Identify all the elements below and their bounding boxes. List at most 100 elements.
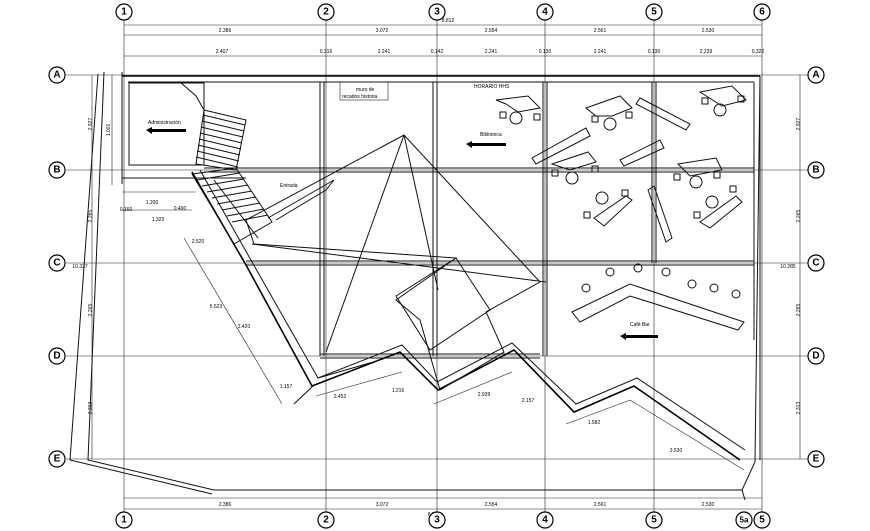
dim-diag-2: 5.523 <box>210 304 223 310</box>
svg-text:1: 1 <box>121 515 127 526</box>
dim-top2-4: 0.142 <box>431 49 444 55</box>
grid-bubble-bottom-1 <box>115 511 133 529</box>
site-boundary <box>69 71 761 501</box>
dim-top2-2: 0.316 <box>320 49 333 55</box>
dim-diag-7: 2.939 <box>478 392 491 398</box>
grid-bubble-top-6 <box>753 3 771 21</box>
building-walls <box>122 75 761 461</box>
dim-left-4: 2.313 <box>88 402 94 415</box>
grid-bubble-bottom-4 <box>536 511 554 529</box>
dim-diag-5: 2.452 <box>334 394 347 400</box>
table-chairs-icon <box>550 151 597 171</box>
dim-left-1: 2.927 <box>88 118 94 131</box>
grid-bubble-left-C <box>48 254 66 272</box>
dim-top2-7: 2.241 <box>594 49 607 55</box>
top-dimensions: 8.812 2.386 3.072 2.554 2.561 2.530 2.40… <box>124 18 765 57</box>
svg-text:5a: 5a <box>740 516 749 525</box>
grid-bubble-left-B <box>48 161 66 179</box>
label-biblioteca: Biblioteca <box>480 132 502 138</box>
side-dimensions: 2.927 2.265 2.265 2.313 10.327 1.001 2.9… <box>72 75 802 459</box>
svg-text:A: A <box>812 70 819 81</box>
svg-text:C: C <box>53 258 60 269</box>
dim-bottom-3: 2.554 <box>485 502 498 508</box>
svg-text:C: C <box>812 258 819 269</box>
label-horario: HORARIO HHS <box>474 84 510 90</box>
svg-text:6: 6 <box>759 7 765 18</box>
dim-top2-9: 2.239 <box>700 49 713 55</box>
dim-right-1: 2.927 <box>796 118 802 131</box>
grid-bubble-right-B <box>807 161 825 179</box>
svg-text:5: 5 <box>651 515 657 526</box>
dim-bottom-2: 3.072 <box>376 502 389 508</box>
grid-bubble-top-4 <box>536 3 554 21</box>
svg-text:D: D <box>53 351 60 362</box>
dim-top2-1: 2.407 <box>216 49 229 55</box>
label-administracion: Administración <box>148 120 181 126</box>
grid-bubbles: 1 2 3 4 5 6 1 2 3 4 5 5a 5 A B C D E <box>48 3 825 529</box>
label-cafe-bar: Café Bar <box>630 322 650 328</box>
table-chairs-icon <box>699 195 743 229</box>
dim-top2-10: 0.322 <box>752 49 765 55</box>
table-chairs-icon <box>495 95 542 113</box>
arrow-icon <box>146 127 186 134</box>
grid-bubble-right-D <box>807 347 825 365</box>
dim-left-inner: 1.001 <box>106 124 112 137</box>
dim-stair-4: 1.323 <box>152 217 165 223</box>
dim-diag-3: 3.420 <box>238 324 251 330</box>
dim-top-4: 2.561 <box>594 28 607 34</box>
dim-diag-4: 1.157 <box>280 384 293 390</box>
svg-text:E: E <box>813 454 820 465</box>
dim-top2-6: 0.130 <box>539 49 552 55</box>
svg-text:B: B <box>812 165 819 176</box>
dim-diag-8: 2.157 <box>522 398 535 404</box>
svg-text:A: A <box>53 70 60 81</box>
dim-right-3: 2.265 <box>796 304 802 317</box>
dim-top-1: 2.386 <box>219 28 232 34</box>
grid-bubble-left-A <box>48 66 66 84</box>
svg-text:1: 1 <box>121 7 127 18</box>
dim-bottom-4: 2.561 <box>594 502 607 508</box>
dim-left-total: 10.327 <box>72 264 88 270</box>
dim-diag-9: 1.582 <box>588 420 601 426</box>
detail-dimensions: 0.160 1.200 0.400 1.323 2.520 5.523 3.42… <box>120 191 745 471</box>
grid-bubble-top-3 <box>428 3 446 21</box>
svg-text:3: 3 <box>434 515 440 526</box>
svg-text:4: 4 <box>542 515 548 526</box>
table-chairs-icon <box>593 195 633 227</box>
grid-bubble-top-5 <box>645 3 663 21</box>
dim-diag-6: 1.216 <box>392 388 405 394</box>
svg-text:3: 3 <box>434 7 440 18</box>
dim-bottom-5: 2.530 <box>702 502 715 508</box>
grid-bubble-bottom-3 <box>428 511 446 529</box>
grid-bubble-bottom-5a <box>735 511 753 529</box>
library-furniture <box>495 85 747 243</box>
atrium-void <box>245 134 547 391</box>
dim-stair-3: 0.400 <box>174 206 187 212</box>
grid-bubble-bottom-5 <box>645 511 663 529</box>
svg-text:2: 2 <box>323 515 329 526</box>
label-muro-2: recados historia <box>342 94 378 100</box>
dim-top-2: 3.072 <box>376 28 389 34</box>
label-muro: muro de <box>356 87 375 93</box>
dim-diag-10: 3.530 <box>670 448 683 454</box>
svg-text:D: D <box>812 351 819 362</box>
dim-bottom-1: 2.386 <box>219 502 232 508</box>
room-labels: Administración Biblioteca HORARIO HHS mu… <box>146 81 658 340</box>
dim-top2-3: 2.241 <box>378 49 391 55</box>
grid-bubble-left-D <box>48 347 66 365</box>
dim-left-3: 2.265 <box>88 304 94 317</box>
svg-text:5: 5 <box>759 515 765 526</box>
svg-text:4: 4 <box>542 7 548 18</box>
svg-text:B: B <box>53 165 60 176</box>
staircase <box>179 81 273 245</box>
svg-text:5: 5 <box>651 7 657 18</box>
arrow-icon <box>620 333 658 340</box>
table-chairs-icon <box>698 85 747 107</box>
bottom-dimensions: 2.386 3.072 2.554 2.561 2.530 8.812 <box>124 497 762 518</box>
cafe-bar-counter <box>571 263 745 331</box>
dim-right-2: 2.265 <box>796 210 802 223</box>
dim-top-3: 2.554 <box>485 28 498 34</box>
grid-bubble-right-C <box>807 254 825 272</box>
table-chairs-icon <box>584 95 633 117</box>
